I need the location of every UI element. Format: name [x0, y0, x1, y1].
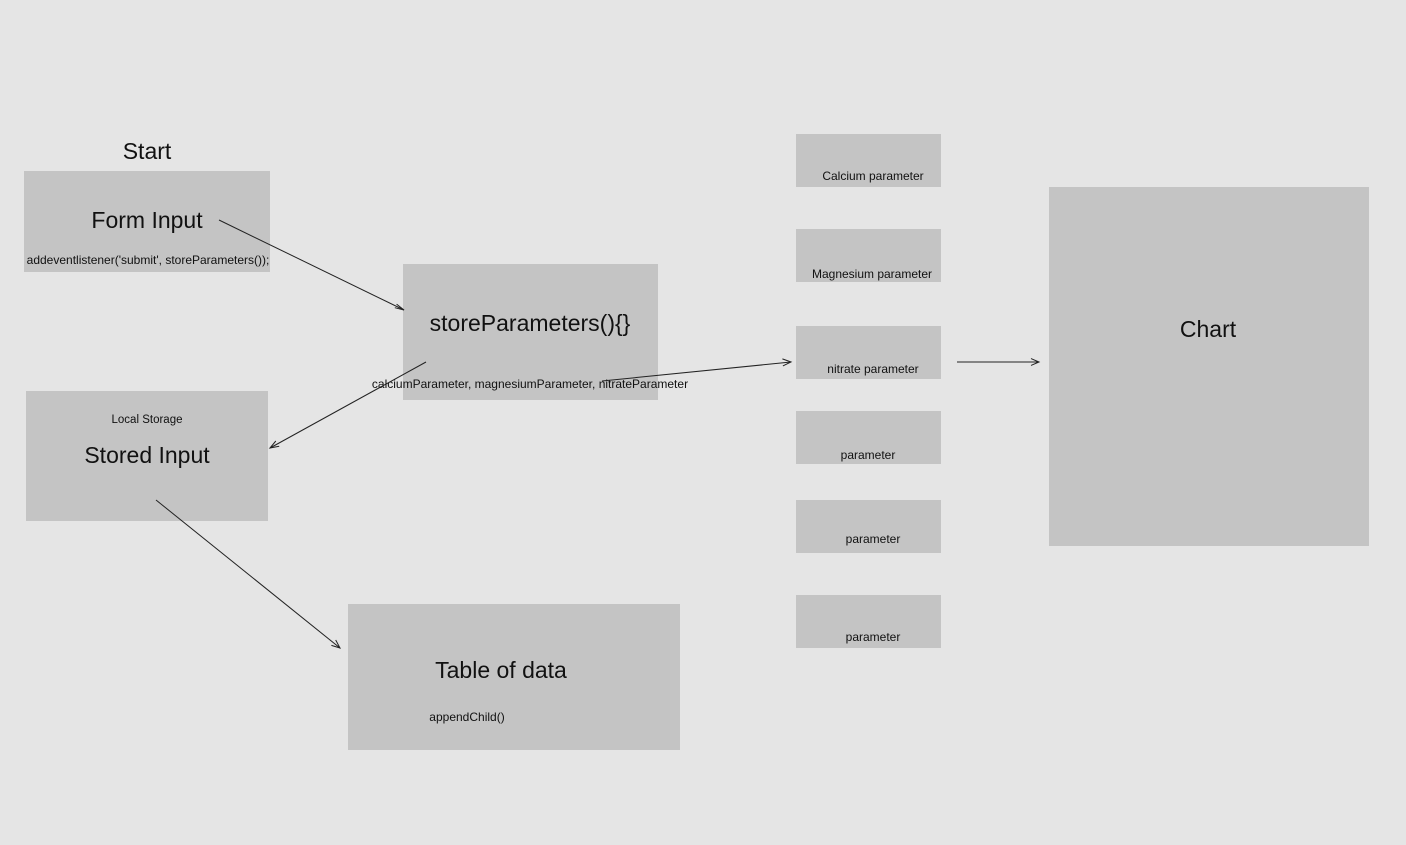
- chart-title: Chart: [1179, 316, 1237, 342]
- start-label: Start: [122, 138, 172, 164]
- arrowhead-store-to-stored-input: [268, 440, 280, 449]
- chart-node[interactable]: [1049, 187, 1369, 546]
- arrowhead-stored-input-to-table: [331, 639, 342, 649]
- arrowhead-store-to-parameters: [782, 358, 793, 367]
- stored-input-title: Stored Input: [84, 442, 210, 468]
- parameter-label-nitrate: nitrate parameter: [827, 362, 919, 376]
- stored-input-subtitle: Local Storage: [111, 414, 183, 426]
- parameter-box-6[interactable]: [796, 595, 941, 648]
- parameter-box-nitrate[interactable]: [796, 326, 941, 379]
- store-parameters-title: storeParameters(){}: [429, 310, 631, 336]
- form-input-code: addeventlistener('submit', storeParamete…: [26, 253, 270, 267]
- parameter-label-magnesium: Magnesium parameter: [811, 267, 933, 281]
- parameter-label-calcium: Calcium parameter: [822, 169, 924, 183]
- parameter-box-5[interactable]: [796, 500, 941, 553]
- stored-input-node[interactable]: [26, 391, 268, 521]
- parameter-label-6: parameter: [845, 630, 901, 644]
- arrowhead-parameters-to-chart: [1030, 358, 1041, 366]
- parameter-box-4[interactable]: [796, 411, 941, 464]
- parameter-label-5: parameter: [845, 532, 901, 546]
- table-code: appendChild(): [429, 710, 505, 724]
- arrow-stored-input-to-table: [155, 499, 341, 649]
- form-input-title: Form Input: [91, 207, 203, 233]
- parameter-box-calcium[interactable]: [796, 134, 941, 187]
- parameter-label-4: parameter: [840, 448, 896, 462]
- table-title: Table of data: [435, 657, 567, 683]
- store-parameters-args: calciumParameter, magnesiumParameter, ni…: [371, 377, 689, 391]
- parameter-box-magnesium[interactable]: [796, 229, 941, 282]
- table-node[interactable]: [348, 604, 680, 750]
